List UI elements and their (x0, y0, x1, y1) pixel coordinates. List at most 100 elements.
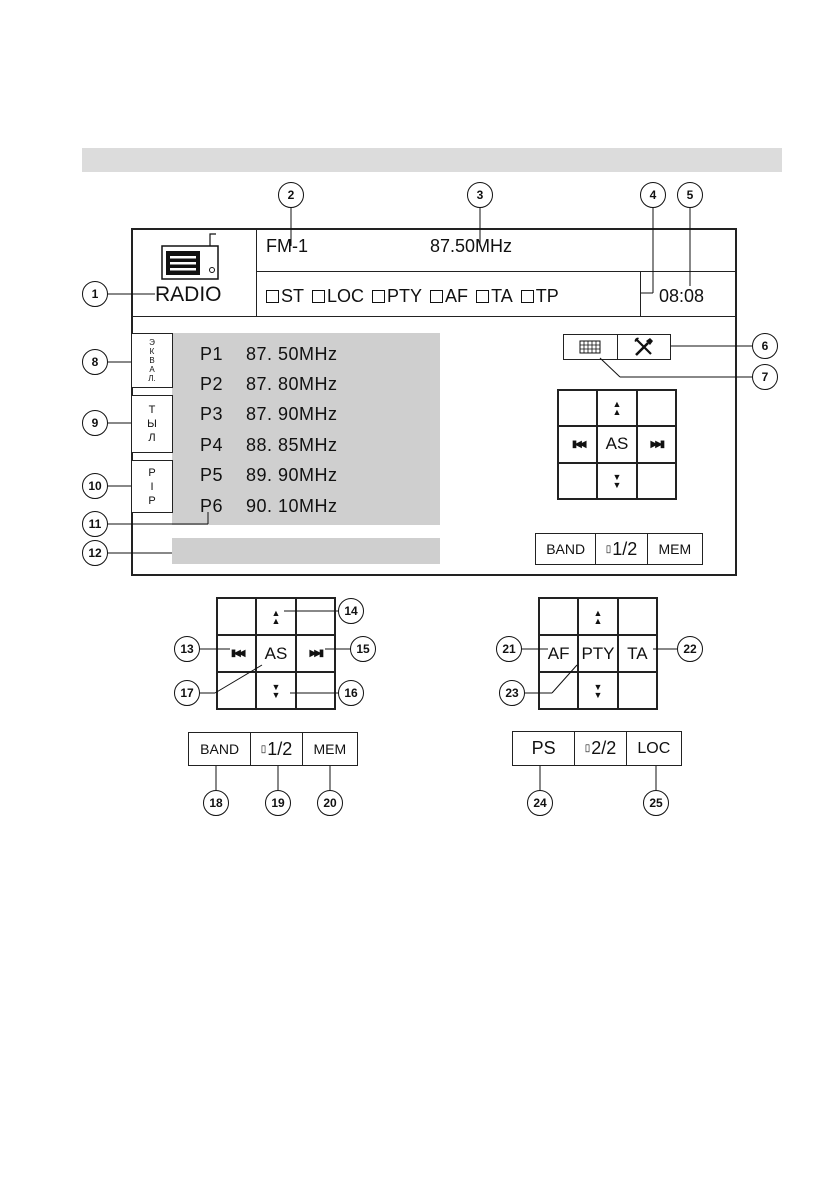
page-2-button[interactable]: ▯2/2 (574, 732, 625, 765)
callout-18: 18 (203, 790, 229, 816)
ps-button[interactable]: PS (531, 738, 556, 758)
checkbox-icon (520, 290, 534, 303)
page-icon: ▯ (605, 543, 612, 555)
band-button[interactable]: BAND (200, 741, 240, 757)
seek-up-button[interactable]: ▲▲ (256, 598, 296, 635)
callout-4: 4 (640, 182, 666, 208)
callout-17: 17 (174, 680, 200, 706)
skip-previous-icon: ▮◀◀ (230, 648, 246, 659)
tools-icon (634, 337, 653, 356)
seek-down-button[interactable]: ▼▼ (256, 672, 296, 709)
checkbox-icon (476, 290, 490, 303)
af-button[interactable]: AF (539, 635, 579, 672)
header-divider-horizontal (256, 271, 736, 272)
pad-cell (558, 390, 598, 427)
next-button[interactable]: ▶▶▮ (295, 635, 335, 672)
callout-23: 23 (499, 680, 525, 706)
callout-3: 3 (467, 182, 493, 208)
seek-up-button[interactable]: ▲▲ (597, 390, 637, 427)
callout-8: 8 (82, 349, 108, 375)
pad-cell (217, 672, 257, 709)
page-button[interactable]: ▯1/2 (595, 534, 646, 564)
callout-14: 14 (338, 598, 364, 624)
clock-divider (640, 272, 641, 317)
auto-store-button[interactable]: AS (597, 426, 637, 463)
band-button[interactable]: BAND (546, 541, 586, 557)
tuner-pad: ▲▲ ▮◀◀ AS ▶▶▮ ▼▼ (557, 389, 677, 500)
callout-2: 2 (278, 182, 304, 208)
rds-text-bar (172, 538, 440, 564)
double-down-arrow-icon: ▼▼ (271, 681, 281, 700)
pad-cell (295, 672, 335, 709)
seek-down-button[interactable]: ▼▼ (597, 462, 637, 499)
checkbox-icon (430, 290, 444, 303)
rds-pad: ▲▲ AF PTY TA ▼▼ (538, 597, 658, 710)
callout-25: 25 (643, 790, 669, 816)
callout-7: 7 (752, 364, 778, 390)
callout-6: 6 (752, 333, 778, 359)
icon-button-group (563, 334, 671, 360)
band-label: FM-1 (266, 236, 308, 256)
pad-cell (636, 462, 676, 499)
prev-button[interactable]: ▮◀◀ (558, 426, 598, 463)
callout-11: 11 (82, 511, 108, 537)
frequency-display: 87.50MHz (430, 236, 513, 256)
bottom-button-bar: BAND ▯1/2 MEM (535, 533, 703, 565)
double-down-arrow-icon: ▼▼ (612, 471, 622, 490)
mem-button[interactable]: MEM (301, 733, 357, 765)
callout-16: 16 (338, 680, 364, 706)
bottom-button-bar-2: PS ▯2/2 LOC (512, 731, 682, 766)
loc-button[interactable]: LOC (625, 732, 681, 765)
callout-5: 5 (677, 182, 703, 208)
pad-cell (558, 462, 598, 499)
ta-button[interactable]: TA (617, 635, 657, 672)
pad-cell (617, 598, 657, 635)
grid-menu-button[interactable] (564, 335, 617, 359)
checkbox-icon (372, 290, 386, 303)
seek-down-button[interactable]: ▼▼ (578, 672, 618, 709)
pad-cell (636, 390, 676, 427)
callout-1: 1 (82, 281, 108, 307)
pty-button[interactable]: PTY (578, 635, 618, 672)
auto-store-button[interactable]: AS (256, 635, 296, 672)
pad-cell (539, 598, 579, 635)
section-header-bar (82, 148, 782, 172)
checkbox-icon (266, 290, 279, 303)
seek-up-button[interactable]: ▲▲ (578, 598, 618, 635)
flag-st: ST (266, 286, 304, 307)
page-button[interactable]: ▯1/2 (250, 733, 301, 765)
next-button[interactable]: ▶▶▮ (636, 426, 676, 463)
header-divider-vertical (256, 229, 257, 317)
prev-button[interactable]: ▮◀◀ (217, 635, 257, 672)
callout-10: 10 (82, 473, 108, 499)
preset-list-panel (172, 333, 440, 525)
pad-cell (617, 672, 657, 709)
page-icon: ▯ (260, 743, 267, 755)
mem-button[interactable]: MEM (646, 534, 702, 564)
flag-af: AF (430, 286, 468, 307)
grid-icon (579, 340, 601, 354)
bottom-button-bar-detail: BAND ▯1/2 MEM (188, 732, 358, 766)
callout-22: 22 (677, 636, 703, 662)
flag-loc: LOC (312, 286, 364, 307)
callout-15: 15 (350, 636, 376, 662)
double-up-arrow-icon: ▲▲ (612, 399, 622, 418)
radio-icon[interactable] (158, 232, 228, 280)
callout-21: 21 (496, 636, 522, 662)
skip-previous-icon: ▮◀◀ (571, 438, 587, 450)
callout-12: 12 (82, 540, 108, 566)
tuner-pad-detail: ▲▲ ▮◀◀ AS ▶▶▮ ▼▼ (216, 597, 336, 710)
settings-button[interactable] (616, 335, 670, 359)
callout-24: 24 (527, 790, 553, 816)
